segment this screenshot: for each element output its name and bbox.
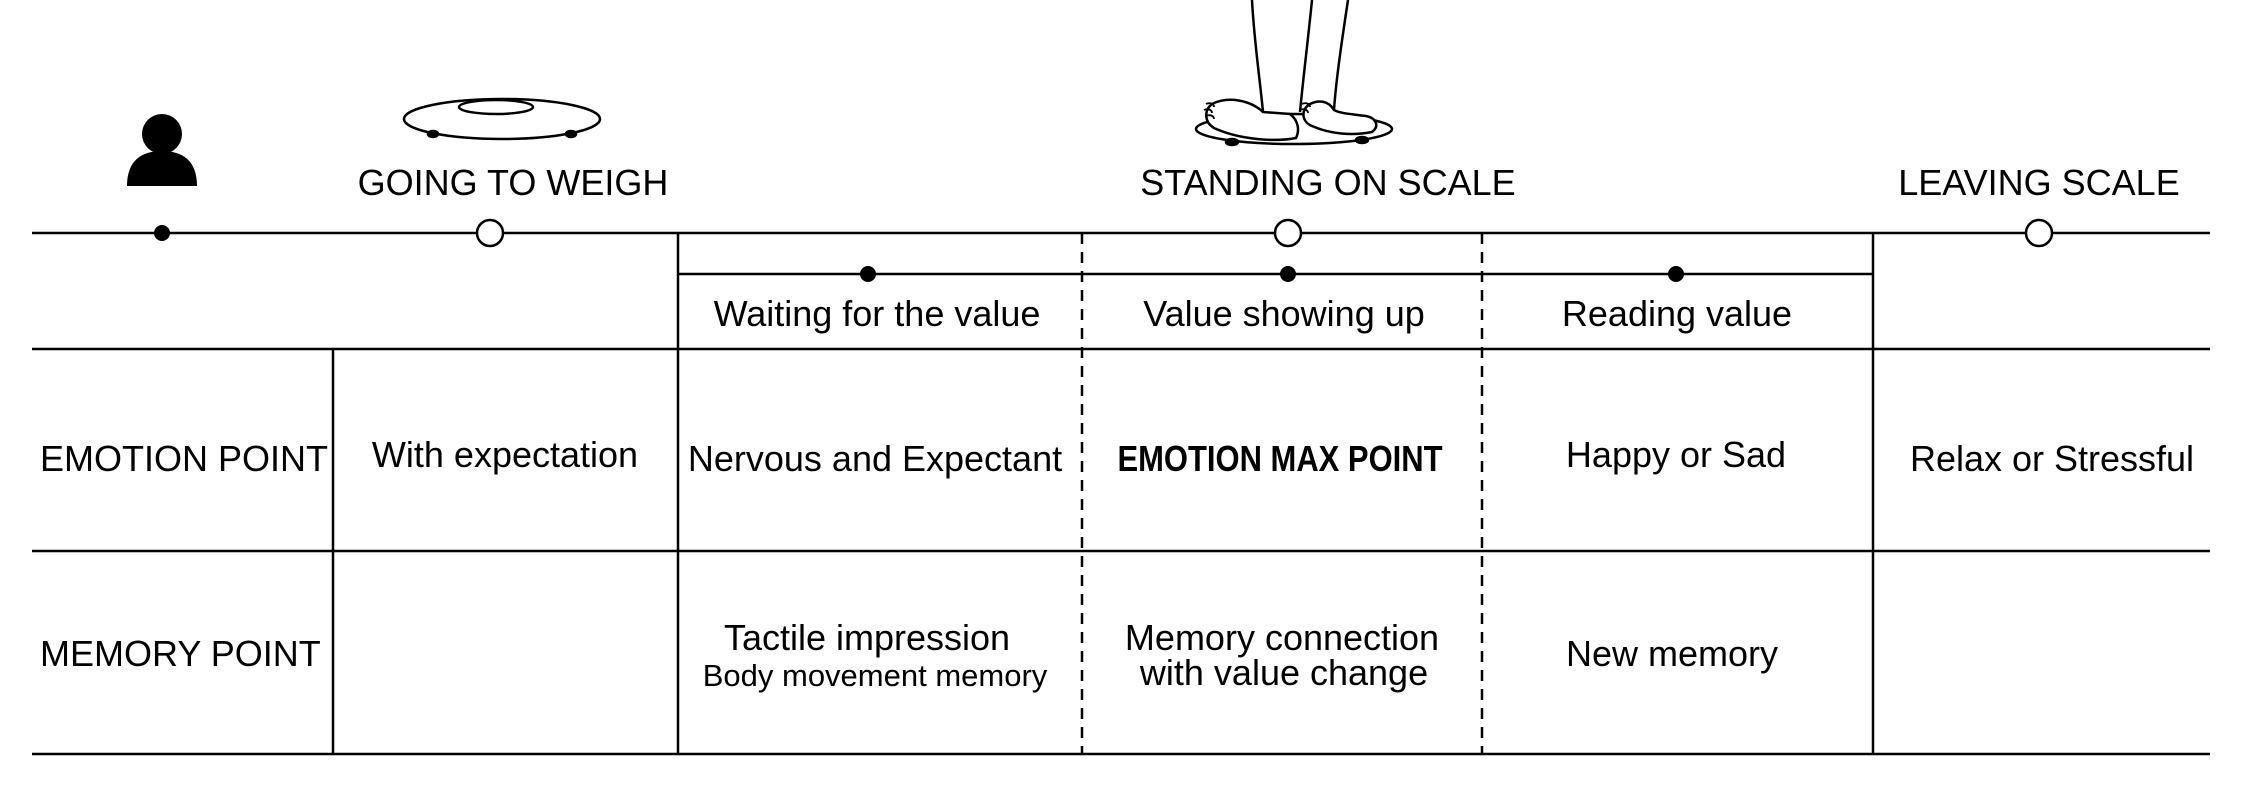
standing-marker: [1275, 220, 1301, 246]
stage-going-title: GOING TO WEIGH: [358, 165, 669, 201]
stage-standing-title: STANDING ON SCALE: [1140, 165, 1515, 201]
person-icon: [127, 114, 197, 186]
emotion-max-point: EMOTION MAX POINT: [1117, 441, 1442, 477]
going-marker: [477, 220, 503, 246]
scale-icon: [404, 99, 600, 139]
emotion-going: With expectation: [372, 437, 638, 473]
substage-showing: Value showing up: [1143, 296, 1425, 332]
substage-reading: Reading value: [1562, 296, 1792, 332]
feet-on-scale-icon: [1196, 0, 1392, 145]
showing-dot: [1280, 266, 1296, 282]
emotion-waiting: Nervous and Expectant: [688, 441, 1062, 477]
reading-dot: [1668, 266, 1684, 282]
memory-showing-line1: Memory connection: [1125, 620, 1439, 656]
substage-waiting: Waiting for the value: [714, 296, 1041, 332]
stage-leaving-title: LEAVING SCALE: [1898, 165, 2179, 201]
memory-waiting-line2: Body movement memory: [703, 660, 1048, 691]
memory-reading: New memory: [1566, 636, 1778, 672]
emotion-reading: Happy or Sad: [1566, 437, 1786, 473]
start-dot: [154, 225, 170, 241]
emotion-leaving: Relax or Stressful: [1910, 441, 2194, 477]
leaving-marker: [2026, 220, 2052, 246]
emotion-point-label: EMOTION POINT: [40, 441, 328, 477]
waiting-dot: [860, 266, 876, 282]
memory-waiting-line1: Tactile impression: [724, 620, 1010, 656]
memory-point-label: MEMORY POINT: [40, 636, 321, 672]
memory-showing-line2: with value change: [1140, 655, 1428, 691]
